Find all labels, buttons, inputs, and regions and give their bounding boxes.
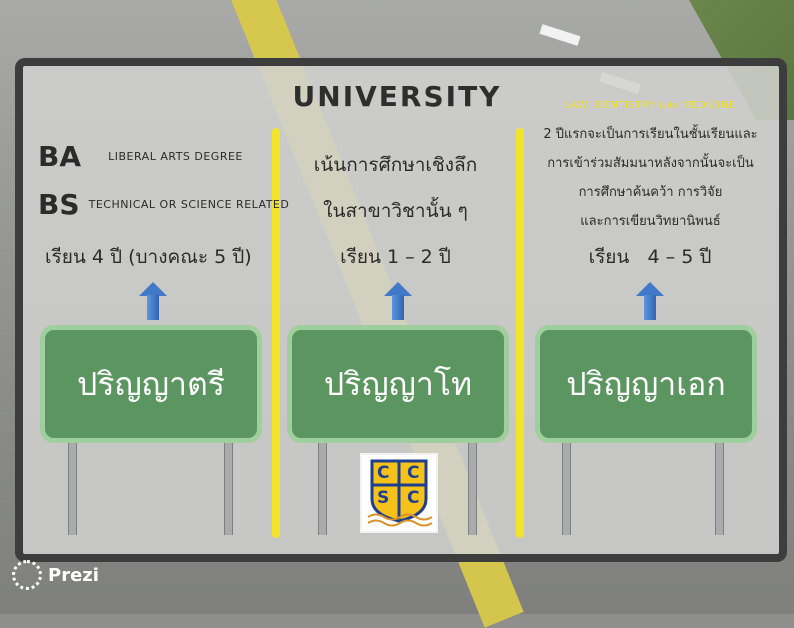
crest-icon	[367, 459, 433, 527]
bachelor-bs-row: BS TECHNICAL OR SCIENCE RELATED	[38, 188, 289, 221]
prezi-label: Prezi	[48, 564, 99, 586]
sign-post	[224, 440, 233, 535]
road-dash	[539, 24, 581, 46]
sign-post	[562, 440, 571, 535]
sign-post	[68, 440, 77, 535]
crest-letter: C	[407, 463, 420, 483]
sign-master: ปริญญาโท	[287, 325, 509, 443]
ba-description: LIBERAL ARTS DEGREE	[108, 150, 243, 163]
bachelor-ba-row: BA LIBERAL ARTS DEGREE	[38, 140, 243, 173]
school-crest-logo: C C S C	[360, 453, 438, 533]
sign-post	[715, 440, 724, 535]
crest-letter: S	[377, 488, 390, 508]
sign-post	[318, 440, 327, 535]
prezi-brand[interactable]: Prezi	[12, 560, 99, 590]
bs-description: TECHNICAL OR SCIENCE RELATED	[88, 198, 290, 211]
sign-doctorate: ปริญญาเอก	[535, 325, 757, 443]
bs-abbreviation: BS	[38, 188, 80, 221]
page-title: UNIVERSITY	[292, 80, 502, 113]
doctorate-line-4: และการเขียนวิทยานิพนธ์	[580, 214, 721, 229]
doctorate-line-3: การศึกษาค้นคว้า การวิจัย	[578, 185, 723, 200]
column-divider	[272, 128, 280, 538]
column-divider	[516, 128, 524, 538]
sign-post	[468, 440, 477, 535]
sign-bachelor: ปริญญาตรี	[40, 325, 262, 443]
up-arrow-icon	[384, 282, 412, 320]
master-line-2: ในสาขาวิชานั้น ๆ	[323, 200, 468, 222]
doctorate-line-2: การเข้าร่วมสัมมนาหลังจากนั้นจะเป็น	[547, 156, 754, 171]
prezi-logo-icon	[12, 560, 42, 590]
doctorate-note: LAW, DENTISTRY และ MEDICINE	[564, 100, 736, 111]
doctorate-line-1: 2 ปีแรกจะเป็นการเรียนในชั้นเรียนและ	[543, 127, 758, 142]
ba-abbreviation: BA	[38, 140, 82, 173]
doctorate-duration: เรียน 4 – 5 ปี	[588, 246, 712, 268]
crest-letter: C	[407, 488, 420, 508]
doctorate-description: 2 ปีแรกจะเป็นการเรียนในชั้นเรียนและ การเ…	[528, 120, 773, 236]
up-arrow-icon	[139, 282, 167, 320]
crest-letter: C	[377, 463, 390, 483]
master-line-1: เน้นการศึกษาเชิงลึก	[313, 154, 478, 176]
bachelor-duration: เรียน 4 ปี (บางคณะ 5 ปี)	[45, 246, 252, 268]
master-duration: เรียน 1 – 2 ปี	[340, 246, 451, 268]
up-arrow-icon	[636, 282, 664, 320]
